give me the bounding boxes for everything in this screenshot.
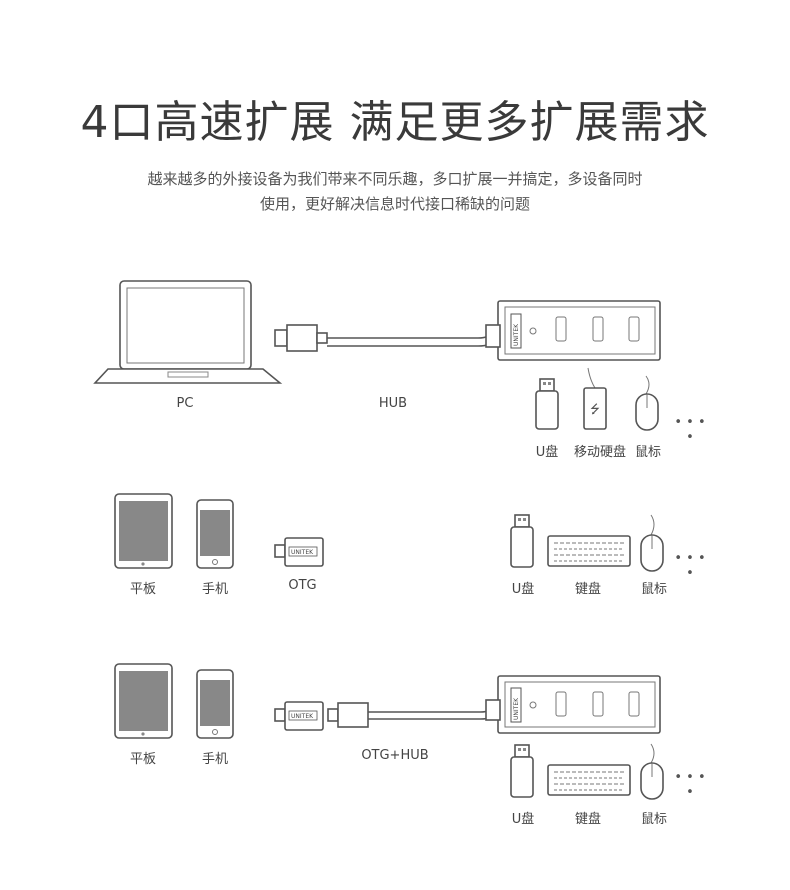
udisk-label: U盘 (511, 582, 535, 597)
usb-flash-drive-icon (535, 378, 559, 430)
external-hard-drive-icon: ⭍ (583, 367, 607, 430)
cable-line (327, 331, 500, 339)
mouse-icon (640, 743, 664, 800)
keyboard-icon (547, 535, 631, 567)
usb-plug-icon (327, 702, 369, 728)
hdd-label: 移动硬盘 (573, 445, 626, 460)
smartphone-icon (196, 499, 234, 569)
tablet-label: 平板 (129, 582, 156, 597)
pc-label: PC (176, 396, 194, 411)
keyboard-icon (547, 764, 631, 796)
otg-adapter-icon: UNITEK (274, 701, 324, 731)
otg-label: OTG (288, 578, 317, 593)
more-dots: • • • • (674, 415, 706, 445)
keyboard-label: 键盘 (574, 812, 601, 827)
otg-brand-text: UNITEK (291, 549, 314, 556)
tablet-icon (114, 663, 173, 739)
smartphone-icon (196, 669, 234, 739)
cable-line (368, 705, 500, 713)
subtitle-line-1: 越来越多的外接设备为我们带来不同乐趣，多口扩展一并搞定，多设备同时 (147, 170, 643, 188)
mouse-label: 鼠标 (640, 582, 667, 597)
svg-text:⭍: ⭍ (590, 402, 600, 416)
subtitle-line-2: 使用，更好解决信息时代接口稀缺的问题 (259, 195, 530, 213)
more-dots: • • • • (674, 770, 706, 800)
phone-label: 手机 (201, 752, 228, 767)
mouse-icon (640, 514, 664, 572)
tablet-label: 平板 (129, 752, 156, 767)
usb-plug-icon (274, 324, 328, 352)
otg-adapter-icon: UNITEK (274, 537, 324, 567)
usb-flash-drive-icon (510, 514, 534, 568)
udisk-label: U盘 (535, 445, 559, 460)
more-dots: • • • • (674, 551, 706, 581)
mouse-icon (635, 375, 659, 431)
usb-hub-icon: UNITEK (485, 300, 661, 361)
tablet-icon (114, 493, 173, 569)
udisk-label: U盘 (511, 812, 535, 827)
mouse-label: 鼠标 (640, 812, 667, 827)
otg-brand-text: UNITEK (291, 713, 314, 720)
usb-flash-drive-icon (510, 744, 534, 798)
page-title: 4口高速扩展 满足更多扩展需求 (80, 97, 710, 148)
usb-hub-icon: UNITEK (485, 675, 661, 734)
mouse-label: 鼠标 (634, 445, 661, 460)
keyboard-label: 键盘 (574, 582, 601, 597)
hub-brand-text: UNITEK (513, 697, 520, 720)
hub-label: HUB (378, 396, 408, 411)
laptop-icon (93, 280, 283, 384)
phone-label: 手机 (201, 582, 228, 597)
otghub-label: OTG+HUB (361, 748, 429, 763)
hub-brand-text: UNITEK (513, 323, 520, 346)
